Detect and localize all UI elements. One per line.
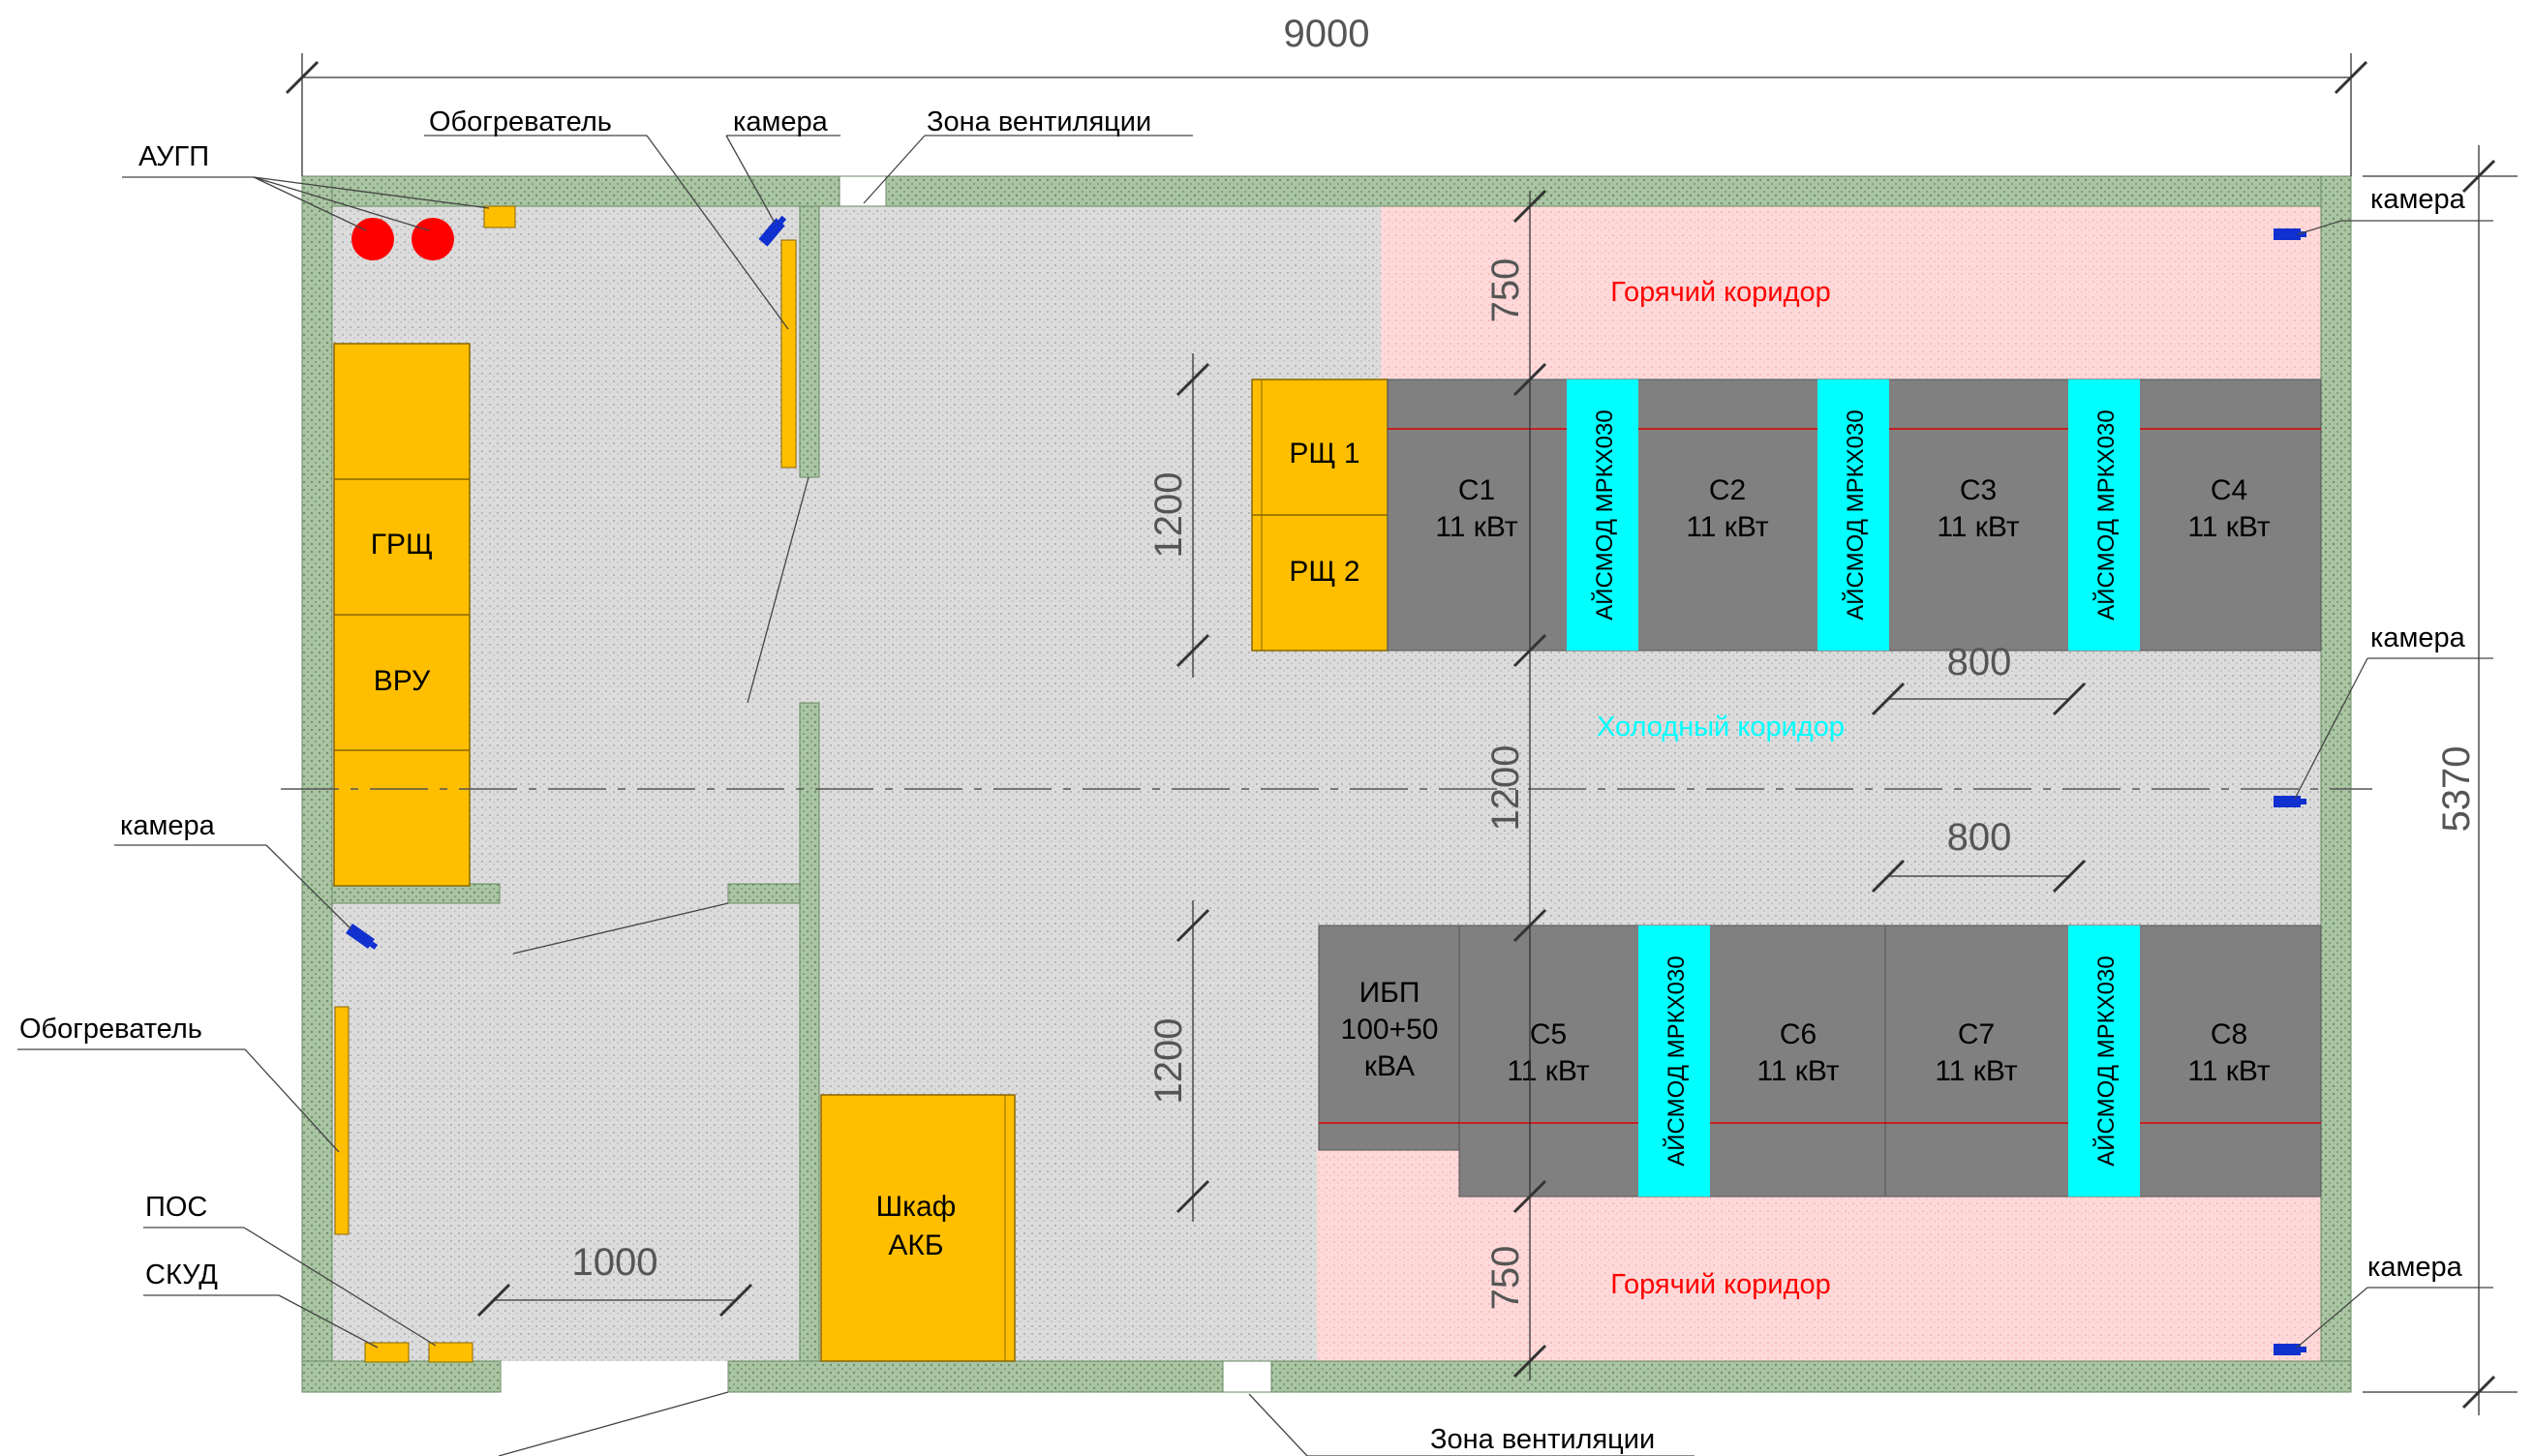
callout-heater-top: Обогреватель [429,106,612,137]
callout-leaders [17,135,2493,1456]
cabinet-c8-power: 11 кВт [2187,1055,2271,1087]
cabinet-c8-name: С8 [2211,1018,2247,1050]
cabinet-c2-name: С2 [1709,474,1746,506]
door-swing-lines [498,476,809,1456]
cabinet-c1-name: С1 [1458,474,1495,506]
rsch-panels: РЩ 1 РЩ 2 [1251,379,1389,652]
callout-camera-right-mid: камера [2370,622,2466,653]
camera-icon [758,215,787,247]
pos-box [428,1342,473,1363]
cabinet-c7-power: 11 кВт [1935,1055,2018,1087]
callout-camera-top: камера [733,106,829,137]
cabinet-c5-power: 11 кВт [1507,1055,1590,1087]
cabinet-c2-power: 11 кВт [1686,511,1769,543]
hot-corridor-bottom-label: Горячий коридор [1610,1269,1831,1300]
dimension-texts: 9000 5370 750 1200 1200 1200 750 800 800… [572,13,2478,1310]
cooler-3-label: АЙСМОД МРКХ030 [2092,410,2120,620]
heater-top [780,239,797,469]
callout-heater-left: Обогреватель [19,1014,202,1045]
cooler-5-label: АЙСМОД МРКХ030 [2092,956,2120,1166]
hot-aisle-top [1381,206,2351,379]
augp-cylinder-2 [412,218,454,260]
dimension-lines [285,53,2518,1415]
cooler-3 [2068,379,2140,651]
dim-door-width: 1000 [572,1241,658,1284]
ups-unit: ИБП 100+50 кВА [1318,925,1460,1151]
ventilation-opening-top [839,175,887,207]
cabinet-row-top: АЙСМОД МРКХ030 АЙСМОД МРКХ030 АЙСМОД МРК… [1387,379,2322,652]
battery-label-2: АКБ [888,1229,943,1261]
cold-corridor-label: Холодный коридор [1597,712,1845,743]
heater-left [334,1006,350,1235]
callout-camera-right-bottom: камера [2367,1252,2463,1283]
battery-cabinet: Шкаф АКБ [820,1094,1016,1362]
callout-skud: СКУД [145,1259,218,1290]
cabinet-c3-power: 11 кВт [1937,511,2020,543]
callout-ventilation-top: Зона вентиляции [927,106,1151,137]
dim-overall-width: 9000 [1284,13,1370,55]
callout-pos: ПОС [145,1192,207,1223]
cooler-2-label: АЙСМОД МРКХ030 [1842,410,1869,620]
cameras [346,215,2306,1355]
callout-ventilation-bottom: Зона вентиляции [1430,1424,1655,1455]
cabinet-c4-name: С4 [2211,474,2247,506]
augp-panel [483,205,516,228]
camera-icon [2274,228,2306,240]
camera-icon [346,924,379,950]
cooler-4-label: АЙСМОД МРКХ030 [1663,956,1690,1166]
ups-label-2: 100+50 [1341,1014,1439,1046]
callout-texts: АУГП Обогреватель камера Зона вентиляции… [19,106,2466,1455]
ventilation-opening-bottom [1222,1360,1272,1393]
grsch-label: ГРЩ [371,529,433,561]
cabinet-c5-name: С5 [1530,1018,1567,1050]
dim-hot-aisle-top: 750 [1484,258,1527,323]
hot-corridor-top-label: Горячий коридор [1610,277,1831,308]
cabinet-c3-name: С3 [1960,474,1997,506]
cooler-2 [1817,379,1889,651]
dim-cold-aisle: 1200 [1484,745,1527,832]
callout-augp: АУГП [138,141,209,172]
camera-icon [2274,1344,2306,1355]
dim-hot-aisle-bottom: 750 [1484,1246,1527,1311]
dim-row-bottom: 1200 [1147,1018,1190,1105]
cabinet-c7-name: С7 [1958,1018,1995,1050]
cabinet-row-bottom: АЙСМОД МРКХ030 АЙСМОД МРКХ030 С5 11 кВт … [1319,925,2322,1198]
cooler-5 [2068,925,2140,1197]
cooler-1 [1567,379,1638,651]
cabinet-c6-power: 11 кВт [1756,1055,1840,1087]
cabinet-c1-power: 11 кВт [1435,511,1518,543]
rsch1-label: РЩ 1 [1289,438,1359,470]
vru-label: ВРУ [374,665,431,697]
grsch-vru-block: ГРЩ ВРУ [333,343,471,887]
dim-gap-upper: 800 [1947,641,2012,683]
cooler-4 [1638,925,1710,1197]
ups-label-3: кВА [1364,1050,1415,1082]
callout-camera-left: камера [120,810,216,841]
interior-walls [331,205,820,1362]
battery-label-1: Шкаф [876,1191,957,1223]
ups-label-1: ИБП [1359,977,1420,1009]
dim-gap-lower: 800 [1947,816,2012,859]
camera-icon [2274,796,2306,807]
cooler-1-label: АЙСМОД МРКХ030 [1591,410,1618,620]
dim-overall-height: 5370 [2435,746,2478,833]
rsch2-label: РЩ 2 [1289,556,1359,588]
dim-row-top: 1200 [1147,472,1190,559]
cabinet-c4-power: 11 кВт [2187,511,2271,543]
callout-camera-right-top: камера [2370,184,2466,215]
skud-box [364,1342,410,1363]
cabinet-c6-name: С6 [1780,1018,1817,1050]
augp-cylinder-1 [351,218,394,260]
